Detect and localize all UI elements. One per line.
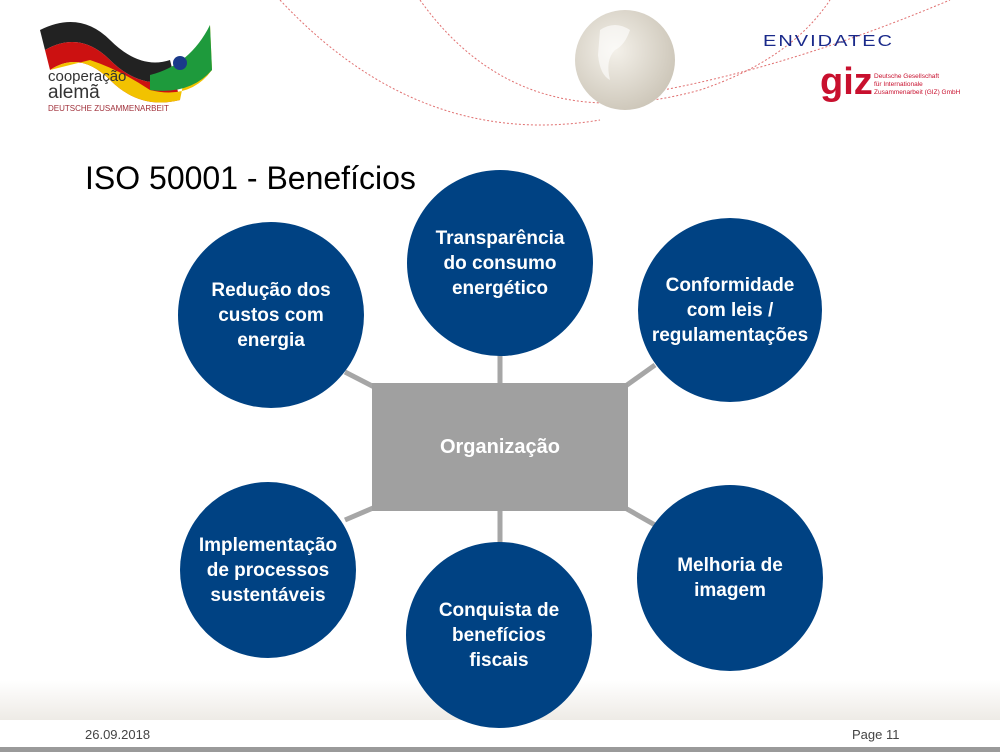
benefit-circle-conformidade: Conformidade com leis / regulamentações <box>638 218 822 402</box>
cooperacao-alema-logo <box>40 22 212 103</box>
logo-alema: alemã <box>48 82 100 103</box>
benefit-circle-transparencia: Transparência do consumo energético <box>407 170 593 356</box>
benefit-circle-conquista: Conquista de benefícios fiscais <box>406 542 592 728</box>
giz-logo: giz <box>820 61 873 103</box>
logo-cooperacao: cooperação <box>48 68 127 85</box>
envidatec-logo: ENVIDATEC <box>763 32 894 50</box>
footer-page-number: Page 11 <box>852 727 900 742</box>
decor-arc <box>279 0 601 126</box>
giz-line: für Internationale <box>874 81 923 88</box>
slide-title: ISO 50001 - Benefícios <box>85 160 416 196</box>
footer-date: 26.09.2018 <box>85 727 151 742</box>
giz-logo-text: Deutsche Gesellschaft für Internationale… <box>874 73 960 97</box>
benefit-circle-reducao-custos: Redução dos custos com energia <box>178 222 364 408</box>
globe-icon <box>575 10 675 110</box>
bottom-bar <box>0 747 1000 752</box>
giz-line: Deutsche Gesellschaft <box>874 73 940 80</box>
benefit-circle-implementacao: Implementação de processos sustentáveis <box>180 482 356 658</box>
logo-deutsche-zusammenarbeit: DEUTSCHE ZUSAMMENARBEIT <box>48 104 169 113</box>
decor-arc <box>419 0 831 104</box>
benefit-circle-melhoria: Melhoria de imagem <box>637 485 823 671</box>
giz-line: Zusammenarbeit (GIZ) GmbH <box>874 89 961 96</box>
center-box-organizacao: Organização <box>372 383 628 511</box>
